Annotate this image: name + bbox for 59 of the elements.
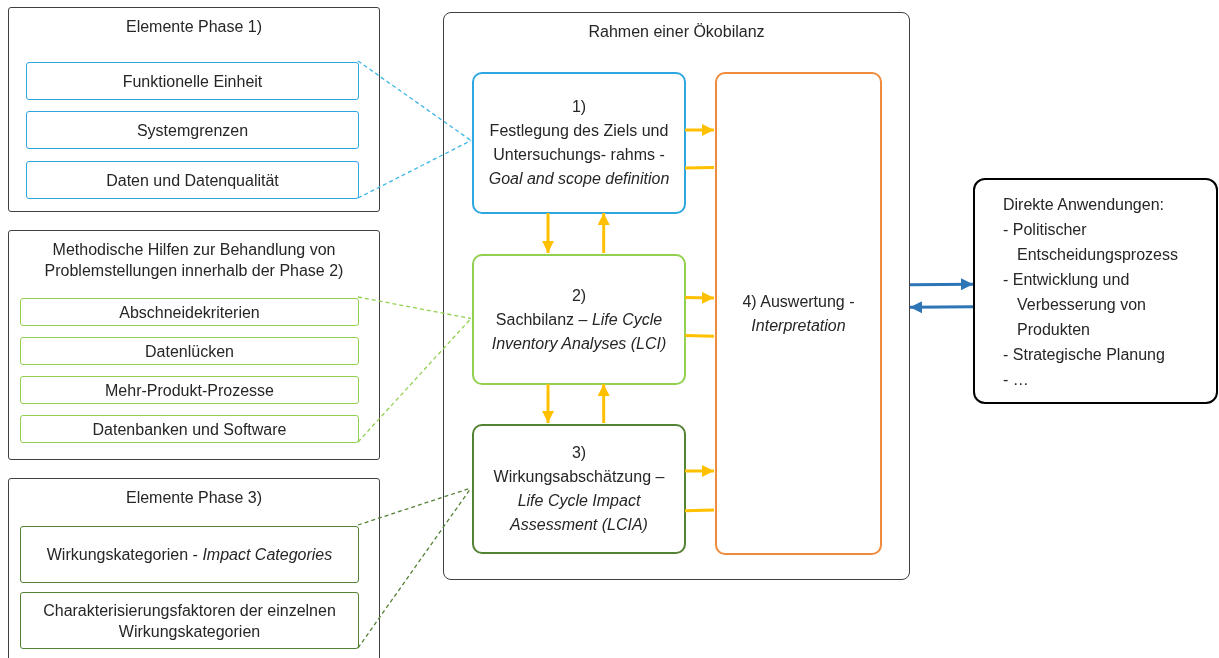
box-label: Systemgrenzen [136,120,249,141]
connector-line [684,334,715,338]
arrow [685,123,714,136]
phase-box [472,254,686,385]
list-item: - Strategische Planung [1003,345,1166,365]
box-label: 4) Auswertung - Interpretation [741,291,856,336]
connector-line [684,166,715,170]
element-box [26,111,359,149]
element-box [20,337,359,365]
box-label: Datenlücken [145,341,234,362]
element-box [20,376,359,404]
panel-title: Rahmen einer Ökobilanz [587,22,766,42]
box-label: Festlegung des Ziels und Untersuchungs- rahms - Goal and scope definition [487,121,671,189]
box-label: Wirkungsabschätzung – Life Cycle Impact Assessment (LCIA) [492,467,666,535]
panel-title: Elemente Phase 3) [124,488,264,508]
box-label: Funktionelle Einheit [122,71,263,92]
applications-box [973,178,1218,404]
element-box [26,62,359,100]
phase-box [715,72,882,555]
box-label: Charakterisierungsfaktoren der einzelnen Wirkungskategorien [42,600,337,642]
element-box [20,592,359,649]
list-item: - … [1003,370,1030,390]
list-heading: Direkte Anwendungen: [1003,195,1165,215]
element-box [20,298,359,326]
group-panel [8,478,380,658]
list-item: - Entwicklung und Verbesserung von Produkten [1003,270,1147,340]
box-label: Daten und Datenqualität [106,170,279,191]
box-label: Wirkungskategorien - Impact Categories [46,545,333,565]
element-box [20,526,359,583]
group-panel [8,230,380,460]
box-label: 2) [571,285,587,306]
arrow [910,301,973,314]
leader-line [357,139,472,199]
connector-line [684,508,715,513]
box-label: Abschneidekriterien [119,302,260,323]
leader-line [357,487,472,649]
arrow [542,213,555,253]
element-box [26,161,359,199]
arrow [910,278,973,291]
box-label: Sachbilanz – Life Cycle Inventory Analyses (LCI) [490,309,668,354]
framework-panel [443,12,910,580]
arrow [597,213,610,253]
list-item: - Politischer Entscheidungsprozess [1003,220,1179,265]
box-label: Datenbanken und Software [92,419,287,440]
phase-box [472,424,686,554]
leader-line [357,296,472,320]
leader-line [357,60,472,142]
group-panel [8,7,380,212]
box-label: Mehr-Produkt-Prozesse [105,380,274,401]
box-label: 3) [571,443,587,463]
phase-box [472,72,686,214]
element-box [20,415,359,443]
arrow [684,291,715,304]
arrow [685,465,714,477]
arrow [542,384,555,423]
box-label: 1) [571,97,587,117]
arrow [597,384,610,423]
panel-title: Elemente Phase 1) [124,17,264,37]
panel-title: Methodische Hilfen zur Behandlung von Problemstellungen innerhalb der Phase 2) [43,240,345,281]
